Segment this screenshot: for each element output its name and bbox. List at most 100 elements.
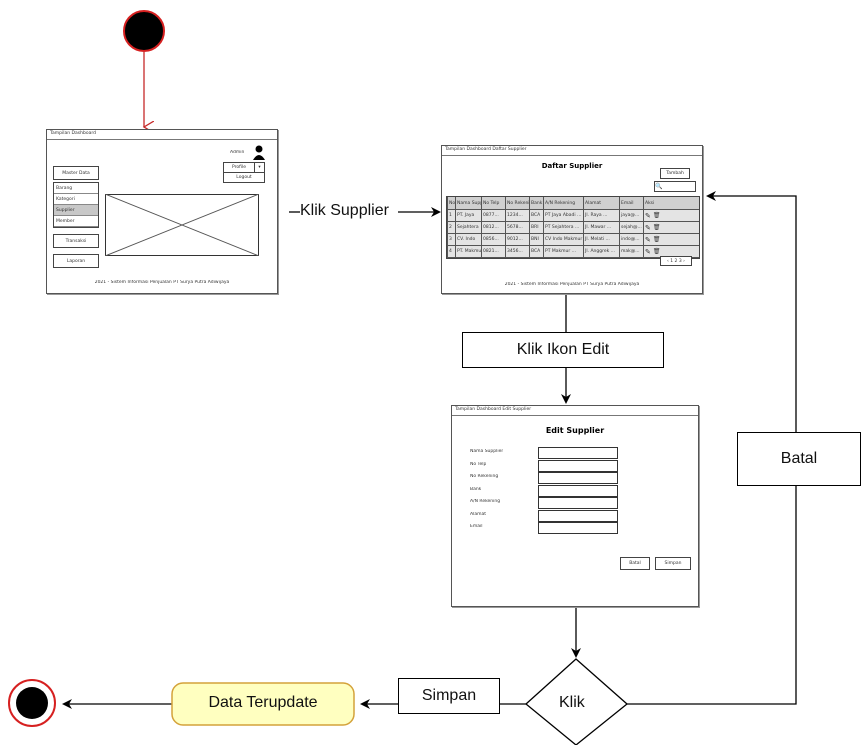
table-cell: 0877... — [481, 210, 505, 221]
menu-item-kategori[interactable]: Kategori — [54, 194, 98, 205]
table-cell: PT. Makmur — [455, 246, 481, 257]
simpan-label: Simpan — [421, 687, 477, 704]
table-header-cell: Alamat — [583, 197, 619, 209]
edit-supplier-title-bar: Tampilan Dashboard Edit Supplier — [452, 406, 698, 416]
decision-label: Klik — [559, 694, 585, 711]
supplier-list-wireframe: Tampilan Dashboard Daftar Supplier Dafta… — [441, 145, 703, 294]
edit-icon[interactable]: ✎ — [645, 247, 651, 256]
table-cell: 0856... — [481, 234, 505, 245]
simpan-button[interactable]: Simpan — [655, 557, 691, 570]
batal-label: Batal — [780, 450, 818, 467]
start-node — [123, 10, 165, 52]
decision-diamond — [525, 658, 629, 745]
form-field-input[interactable] — [538, 447, 618, 459]
table-cell: 1 — [447, 210, 455, 221]
table-cell: 2 — [447, 222, 455, 233]
table-cell: PT Jaya Abadi ... — [543, 210, 583, 221]
table-header-cell: A/N Rekening — [543, 197, 583, 209]
table-cell: 1234... — [505, 210, 529, 221]
simpan-box: Simpan — [398, 678, 500, 714]
table-cell: PT. Jaya — [455, 210, 481, 221]
arrow-batal-loop — [627, 484, 797, 705]
table-cell: ✎🗑 — [643, 210, 669, 221]
supplier-list-heading: Daftar Supplier — [541, 162, 603, 170]
form-field-label: A/N Rekening — [470, 499, 501, 504]
delete-icon[interactable]: 🗑 — [652, 236, 661, 243]
table-cell: ✎🗑 — [643, 246, 669, 257]
dashboard-title: Tampilan Dashboard — [50, 131, 96, 136]
table-cell: BCA — [529, 246, 543, 257]
dashboard-title-bar: Tampilan Dashboard — [47, 130, 277, 140]
form-field-input[interactable] — [538, 497, 618, 509]
delete-icon[interactable]: 🗑 — [652, 248, 661, 255]
delete-icon[interactable]: 🗑 — [652, 212, 661, 219]
delete-icon[interactable]: 🗑 — [652, 224, 661, 231]
form-field-input[interactable] — [538, 472, 618, 484]
edit-icon[interactable]: ✎ — [645, 223, 651, 232]
logout-button[interactable]: Logout — [223, 172, 265, 183]
edit-icon[interactable]: ✎ — [645, 211, 651, 220]
menu-item-member[interactable]: Member — [54, 216, 98, 227]
transaksi-button[interactable]: Transaksi — [53, 234, 99, 248]
dashboard-footer: 2021 - Sistem Informasi Penjualan PT Sur… — [94, 280, 230, 285]
table-header-cell: No Telp — [481, 197, 505, 209]
table-cell: Sejahtera — [455, 222, 481, 233]
table-cell: 4 — [447, 246, 455, 257]
klik-ikon-edit-label: Klik Ikon Edit — [516, 341, 610, 358]
table-header-cell: No — [447, 197, 455, 209]
batal-box: Batal — [737, 432, 861, 486]
tambah-button[interactable]: Tambah — [660, 168, 690, 179]
table-cell: PT Makmur ... — [543, 246, 583, 257]
user-label: Admin — [230, 150, 245, 155]
table-cell: 0821... — [481, 246, 505, 257]
table-header-cell: Bank — [529, 197, 543, 209]
content-placeholder-image — [105, 194, 259, 256]
form-field-label: Bank — [470, 486, 482, 492]
table-cell: Jl. Anggrek ... — [583, 246, 619, 257]
table-header-cell: Nama Supplier — [455, 197, 481, 209]
form-field-input[interactable] — [538, 509, 618, 522]
form-field-input[interactable] — [538, 522, 618, 534]
table-cell: BCA — [529, 210, 543, 221]
table-header-cell: Email — [619, 197, 643, 209]
table-header-cell: Aksi — [643, 197, 669, 209]
end-node-inner — [16, 687, 48, 719]
table-cell: PT Sejahtera ... — [543, 222, 583, 233]
menu-item-supplier[interactable]: Supplier — [54, 205, 98, 216]
table-cell: ✎🗑 — [643, 234, 669, 245]
form-field-label: No Telp — [470, 461, 487, 467]
master-data-button[interactable]: Master Data — [53, 166, 99, 180]
form-field-input[interactable] — [538, 484, 618, 497]
table-cell: 0812... — [481, 222, 505, 233]
table-cell: 3 — [447, 234, 455, 245]
edit-icon[interactable]: ✎ — [645, 235, 651, 244]
pagination[interactable]: ‹ 1 2 3 › — [660, 256, 692, 266]
laporan-button[interactable]: Laporan — [53, 254, 99, 268]
form-field-input[interactable] — [538, 459, 618, 472]
search-input[interactable]: 🔍 — [654, 181, 696, 192]
state-data-terupdate — [171, 682, 355, 726]
master-data-menu: Barang Kategori Supplier Member — [53, 182, 99, 228]
edit-supplier-heading: Edit Supplier — [545, 426, 605, 435]
table-cell: Jl. Melati ... — [583, 234, 619, 245]
table-cell: CV. Indo — [455, 234, 481, 245]
table-header-cell: No Rekening — [505, 197, 529, 209]
klik-ikon-edit-box: Klik Ikon Edit — [462, 332, 664, 368]
table-cell: BNI — [529, 234, 543, 245]
supplier-list-title-bar: Tampilan Dashboard Daftar Supplier — [442, 146, 702, 156]
table-cell: Jl. Raya ... — [583, 210, 619, 221]
table-cell: BRI — [529, 222, 543, 233]
table-cell: 5678... — [505, 222, 529, 233]
dashboard-wireframe: Tampilan Dashboard Admin Profile ▾ Logou… — [46, 129, 278, 294]
form-field-label: Nama Supplier — [470, 449, 504, 454]
edit-supplier-title: Tampilan Dashboard Edit Supplier — [455, 407, 532, 412]
table-cell: sejah@... — [619, 222, 643, 233]
form-field-label: Alamat — [470, 511, 486, 517]
menu-item-barang[interactable]: Barang — [54, 183, 98, 194]
batal-button[interactable]: Batal — [620, 557, 650, 570]
